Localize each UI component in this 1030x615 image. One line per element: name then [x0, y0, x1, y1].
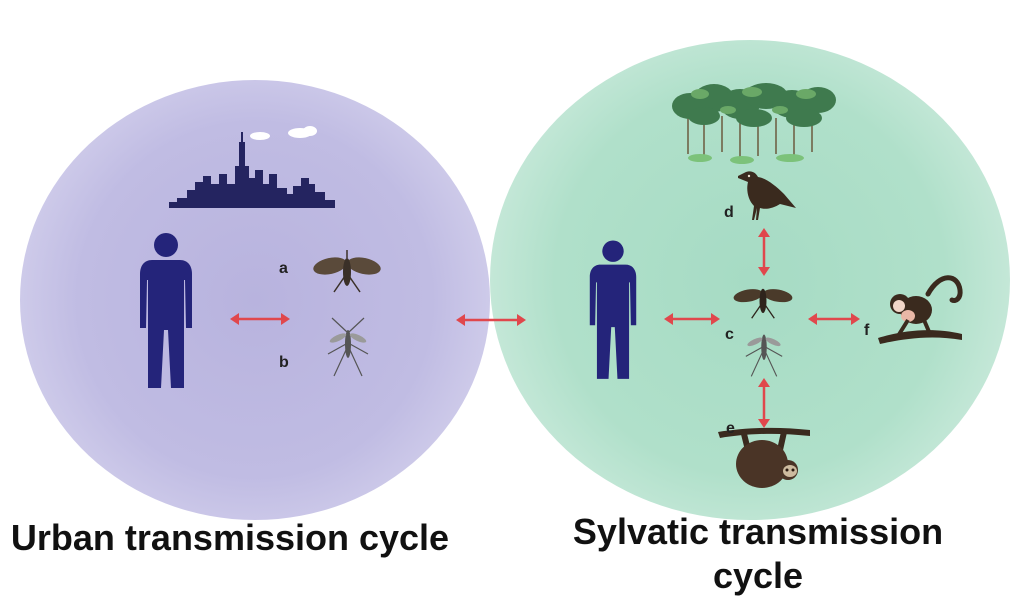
urban-human-icon: [140, 233, 192, 388]
sylvatic-cycle-caption: Sylvatic transmission cycle: [572, 511, 944, 596]
vector-bird-arrow-icon: [758, 228, 770, 276]
city-skyline-icon: [169, 126, 335, 208]
label-a: a: [279, 260, 288, 277]
monkey-icon: [878, 275, 963, 344]
urban-cycle-caption: Urban transmission cycle: [10, 517, 450, 558]
urban-host-vector-arrow-icon: [230, 313, 290, 325]
vector-sloth-arrow-icon: [758, 378, 770, 428]
sabethes-mosquito-icon: [745, 334, 783, 377]
forest-canopy-icon: [672, 83, 836, 164]
urban-cycle-circle: [20, 80, 490, 520]
mosquito-icon: [327, 317, 369, 377]
label-b: b: [279, 354, 289, 371]
bird-icon: [738, 171, 796, 220]
label-d: d: [724, 204, 734, 221]
vector-monkey-arrow-icon: [808, 313, 860, 325]
cycle-link-arrow-icon: [456, 314, 526, 326]
sloth-icon: [718, 427, 810, 488]
haemagogus-mosquito-icon: [733, 288, 793, 319]
sylvatic-human-vector-arrow-icon: [664, 313, 720, 325]
label-c: c: [725, 326, 734, 343]
aedes-mosquito-icon: [313, 250, 381, 293]
sylvatic-human-icon: [589, 240, 637, 379]
label-f: f: [864, 322, 870, 339]
label-e: e: [726, 420, 735, 437]
